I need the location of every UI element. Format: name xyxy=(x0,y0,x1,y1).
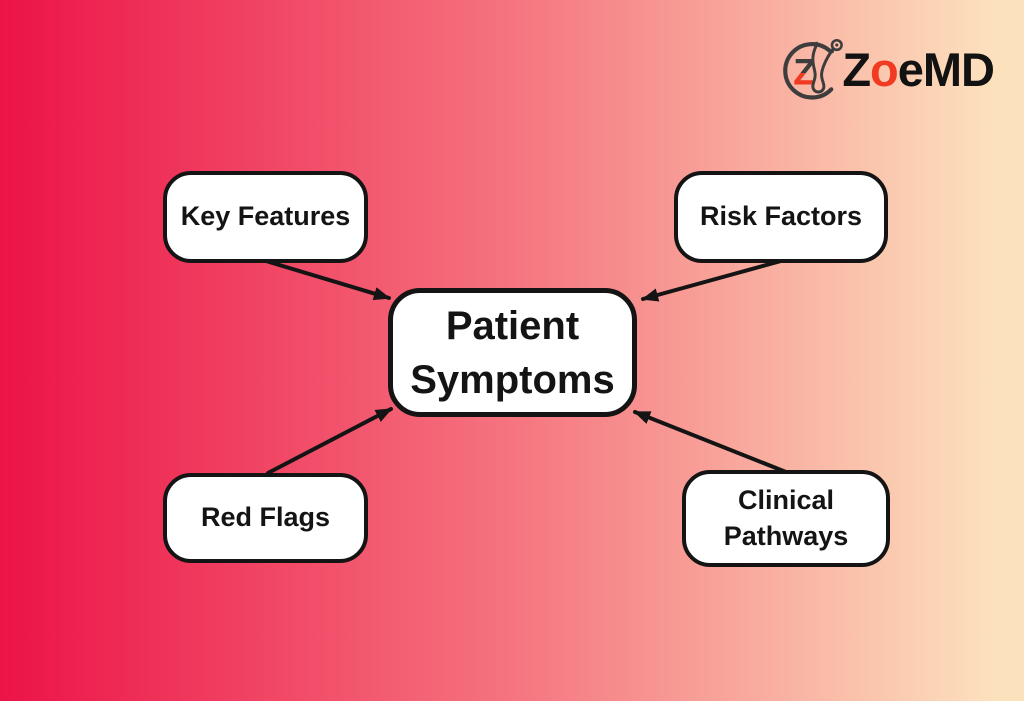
arrow-risk-factors-to-center xyxy=(641,259,783,302)
arrow-clinical-pathways-to-center xyxy=(633,410,788,474)
node-red-flags-label: Red Flags xyxy=(200,502,331,533)
node-risk-factors: Risk Factors xyxy=(674,171,888,263)
brand-name: ZoeMD xyxy=(842,42,995,96)
zoemd-stethoscope-icon: Z xyxy=(783,38,844,100)
brand-letters-md: MD xyxy=(922,42,995,96)
brand-letter-o: o xyxy=(870,42,899,96)
node-clinical-pathways-label-line2: Pathways xyxy=(723,520,849,551)
node-red-flags: Red Flags xyxy=(163,473,368,563)
brand-logo: Z ZoeMD xyxy=(776,34,995,104)
node-patient-symptoms-label-line1: Patient xyxy=(445,303,580,348)
brand-letter-e: e xyxy=(897,42,924,96)
node-clinical-pathways-label-line1: Clinical xyxy=(737,485,835,516)
arrow-key-features-to-center xyxy=(264,259,391,301)
node-key-features: Key Features xyxy=(163,171,368,263)
node-clinical-pathways: Clinical Pathways xyxy=(682,470,890,567)
node-risk-factors-label: Risk Factors xyxy=(699,201,863,232)
node-patient-symptoms: Patient Symptoms xyxy=(388,288,637,417)
node-key-features-label: Key Features xyxy=(180,201,351,232)
brand-letter-z: Z xyxy=(842,42,871,96)
arrow-red-flags-to-center xyxy=(266,407,393,475)
svg-text:Z: Z xyxy=(794,52,817,93)
node-patient-symptoms-label-line2: Symptoms xyxy=(410,357,615,402)
